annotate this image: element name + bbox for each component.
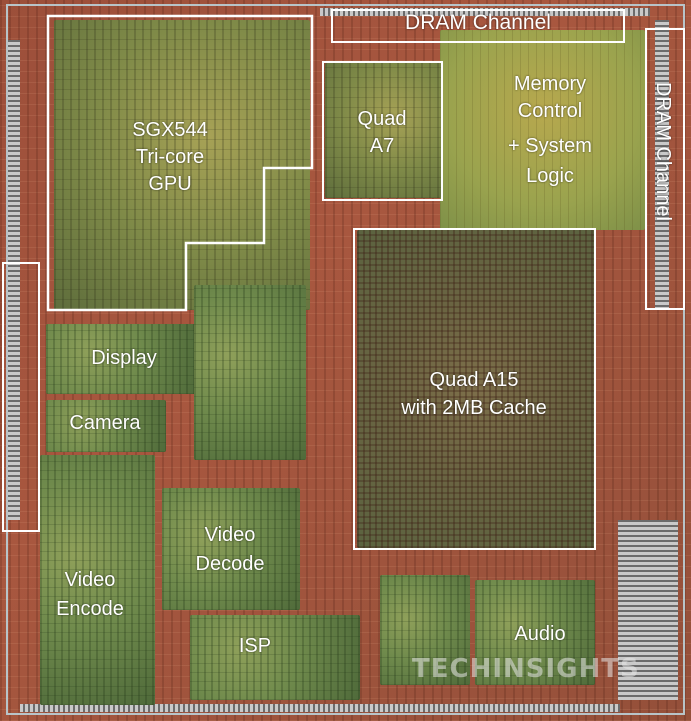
io-pads-left (8, 40, 20, 520)
audio-label: Audio (514, 623, 566, 645)
dram-right-label: DRAM Channel (652, 82, 674, 221)
left-io-outline (2, 262, 40, 532)
quad-a7-region (325, 63, 441, 198)
video-decode-region (162, 488, 300, 610)
isp-region (190, 615, 360, 700)
io-pads-bottom (20, 704, 620, 712)
display-label: Display (91, 347, 157, 369)
die-edge (6, 4, 685, 715)
dram-right-outline (645, 28, 685, 310)
audio-region (475, 580, 595, 685)
display-region (46, 324, 196, 394)
gpu-region (54, 20, 310, 310)
misc-logic-region (380, 575, 470, 685)
mid-logic-region (194, 285, 306, 460)
quad-a7-outline (322, 61, 443, 201)
techinsights-watermark: TECHINSIGHTS (412, 654, 640, 684)
video-encode-region (40, 455, 155, 705)
camera-label: Camera (69, 412, 141, 434)
a15-outline (353, 228, 596, 550)
a15-region (357, 230, 595, 548)
gpu-outline (46, 14, 314, 312)
io-pads-bottom-right (618, 520, 678, 700)
camera-region (46, 400, 166, 452)
dram-top-outline (331, 9, 625, 43)
isp-label: ISP (238, 635, 272, 657)
dram-top-label: DRAM Channel (405, 11, 551, 34)
memory-region (440, 30, 645, 230)
io-pads-right (655, 20, 669, 310)
io-pads-top (320, 8, 650, 16)
